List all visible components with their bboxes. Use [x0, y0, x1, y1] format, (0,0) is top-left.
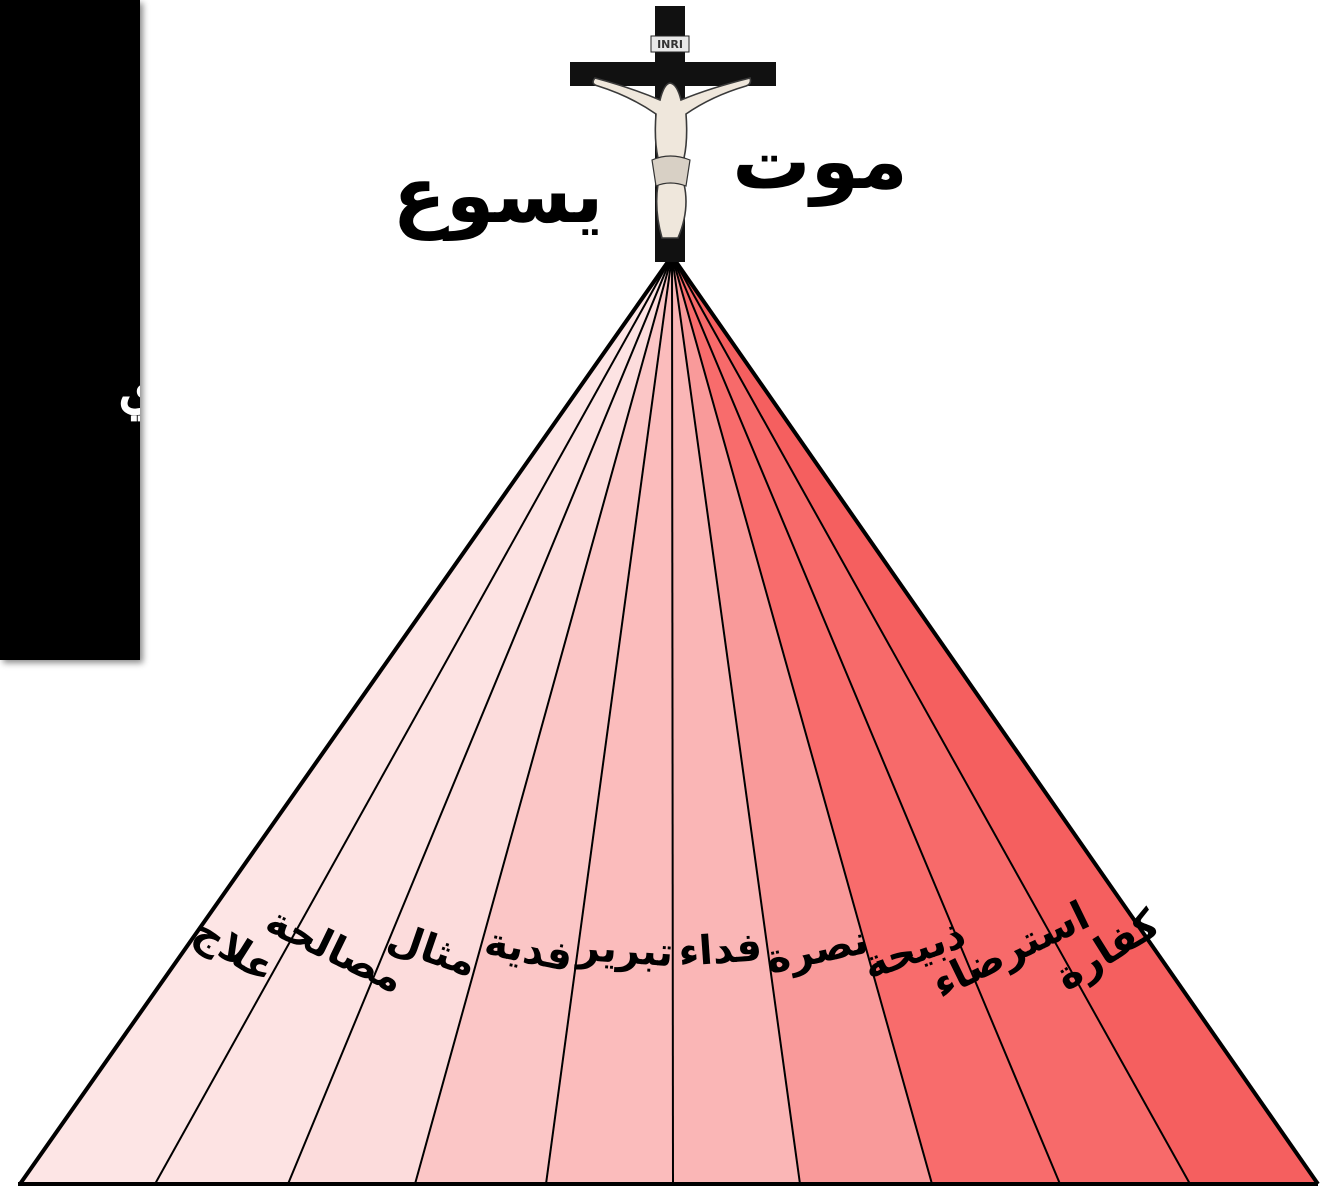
- ray-divider-line: [672, 256, 673, 1184]
- ray-label: فداء: [677, 924, 763, 976]
- rays-group: [20, 256, 1318, 1184]
- loincloth: [652, 156, 690, 186]
- ray-label: تبرير: [574, 924, 675, 976]
- cross-inscription: INRI: [657, 38, 683, 51]
- title-word-jesus: يسوع: [393, 151, 604, 241]
- title-word-death: موت: [732, 117, 908, 207]
